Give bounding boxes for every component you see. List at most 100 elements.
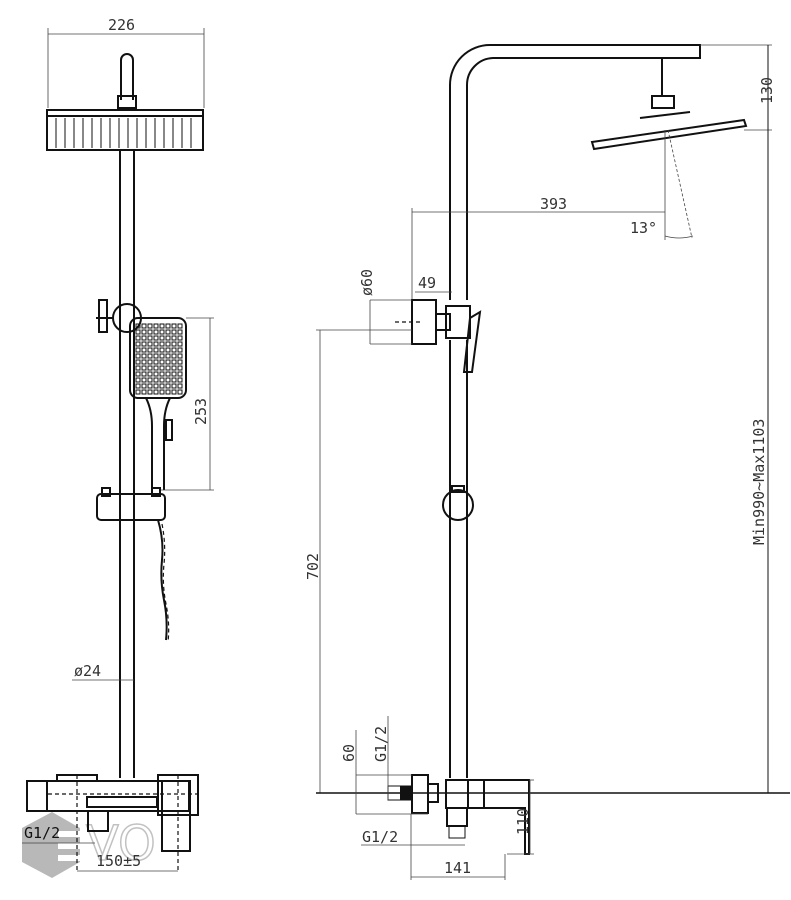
nozzle bbox=[171, 365, 177, 371]
nozzle bbox=[147, 371, 153, 377]
dim-rail-diameter: ø24 bbox=[74, 662, 101, 680]
nozzle bbox=[159, 329, 165, 335]
nozzle bbox=[171, 341, 177, 347]
mixer-lever bbox=[161, 780, 191, 852]
svg-text:VO: VO bbox=[86, 816, 156, 872]
nozzle bbox=[165, 329, 171, 335]
ball-joint bbox=[117, 95, 137, 109]
nozzle bbox=[147, 341, 153, 347]
inlet-flange bbox=[411, 774, 429, 814]
nozzle bbox=[153, 353, 159, 359]
nozzle bbox=[159, 365, 165, 371]
front-view: 226 253 ø24 150±5 G1/2 bbox=[22, 16, 214, 872]
nozzle bbox=[141, 335, 147, 341]
nozzle bbox=[147, 323, 153, 329]
side-rain-head bbox=[590, 118, 748, 151]
dim-hand-shower: 253 bbox=[192, 398, 210, 425]
nozzle bbox=[159, 353, 165, 359]
nozzle bbox=[177, 353, 183, 359]
riser-arm bbox=[449, 44, 701, 300]
nozzle bbox=[153, 329, 159, 335]
hand-shower-handle bbox=[145, 397, 171, 490]
nozzle bbox=[159, 323, 165, 329]
nozzle bbox=[159, 377, 165, 383]
nozzle bbox=[135, 377, 141, 383]
nozzle bbox=[135, 389, 141, 395]
nozzle bbox=[141, 383, 147, 389]
nozzle bbox=[165, 377, 171, 383]
nozzle bbox=[177, 359, 183, 365]
slide-holder bbox=[96, 493, 166, 521]
nozzle bbox=[153, 365, 159, 371]
nozzle bbox=[141, 329, 147, 335]
evo-logo: VO bbox=[22, 812, 157, 878]
head-joint bbox=[651, 95, 675, 109]
nozzle bbox=[153, 377, 159, 383]
slider-knob bbox=[442, 489, 474, 521]
nozzle bbox=[177, 389, 183, 395]
nozzle bbox=[171, 323, 177, 329]
nozzle bbox=[141, 347, 147, 353]
nozzle bbox=[141, 365, 147, 371]
nozzle bbox=[159, 335, 165, 341]
nozzle bbox=[135, 323, 141, 329]
wall-flange bbox=[411, 299, 437, 345]
nozzle bbox=[171, 389, 177, 395]
nozzle bbox=[177, 323, 183, 329]
nozzle bbox=[165, 365, 171, 371]
nozzle bbox=[153, 323, 159, 329]
nozzle bbox=[165, 335, 171, 341]
nozzle bbox=[171, 329, 177, 335]
nozzle bbox=[147, 365, 153, 371]
nozzle bbox=[147, 359, 153, 365]
nozzle bbox=[135, 329, 141, 335]
nozzle bbox=[165, 359, 171, 365]
spout bbox=[86, 796, 158, 808]
nozzle bbox=[153, 341, 159, 347]
nozzle bbox=[165, 353, 171, 359]
dim-diverter-height: 702 bbox=[304, 553, 322, 580]
nozzle bbox=[153, 383, 159, 389]
nozzle bbox=[171, 371, 177, 377]
shower-arm bbox=[120, 53, 134, 100]
dim-head-angle: 13° bbox=[630, 219, 657, 237]
nozzle bbox=[141, 359, 147, 365]
dim-mixer-height: 110 bbox=[514, 808, 532, 835]
nozzle bbox=[147, 347, 153, 353]
nozzle bbox=[177, 365, 183, 371]
nozzle bbox=[177, 347, 183, 353]
mixer-body-side bbox=[445, 779, 469, 809]
nozzle bbox=[153, 359, 159, 365]
nozzle bbox=[159, 389, 165, 395]
nozzle bbox=[177, 383, 183, 389]
nozzle bbox=[135, 365, 141, 371]
nozzle bbox=[165, 341, 171, 347]
dim-inlet-spacing: 150±5 bbox=[96, 852, 141, 870]
nozzle bbox=[165, 323, 171, 329]
nozzle bbox=[147, 377, 153, 383]
dim-flange-diameter: ø60 bbox=[358, 269, 376, 296]
nozzle bbox=[165, 347, 171, 353]
nozzle bbox=[171, 377, 177, 383]
nozzle bbox=[177, 335, 183, 341]
nozzle bbox=[147, 329, 153, 335]
nozzle bbox=[165, 389, 171, 395]
hand-shower bbox=[129, 317, 187, 399]
dim-arm-reach: 393 bbox=[540, 195, 567, 213]
dim-outlet-thread: G1/2 bbox=[362, 828, 398, 846]
nozzle bbox=[159, 359, 165, 365]
dim-flange-offset: 49 bbox=[418, 274, 436, 292]
hose bbox=[157, 519, 168, 641]
nozzle bbox=[177, 341, 183, 347]
nozzle bbox=[153, 335, 159, 341]
side-view: 130 393 13° ø60 49 702 Min990~Max1103 bbox=[304, 44, 790, 880]
nozzle bbox=[159, 371, 165, 377]
hand-shower-side bbox=[462, 310, 482, 373]
dim-arm-drop: 130 bbox=[758, 77, 776, 104]
nozzle bbox=[171, 335, 177, 341]
nozzle bbox=[171, 359, 177, 365]
nozzle bbox=[153, 347, 159, 353]
nozzle bbox=[147, 335, 153, 341]
nozzle bbox=[165, 371, 171, 377]
nozzle bbox=[135, 335, 141, 341]
